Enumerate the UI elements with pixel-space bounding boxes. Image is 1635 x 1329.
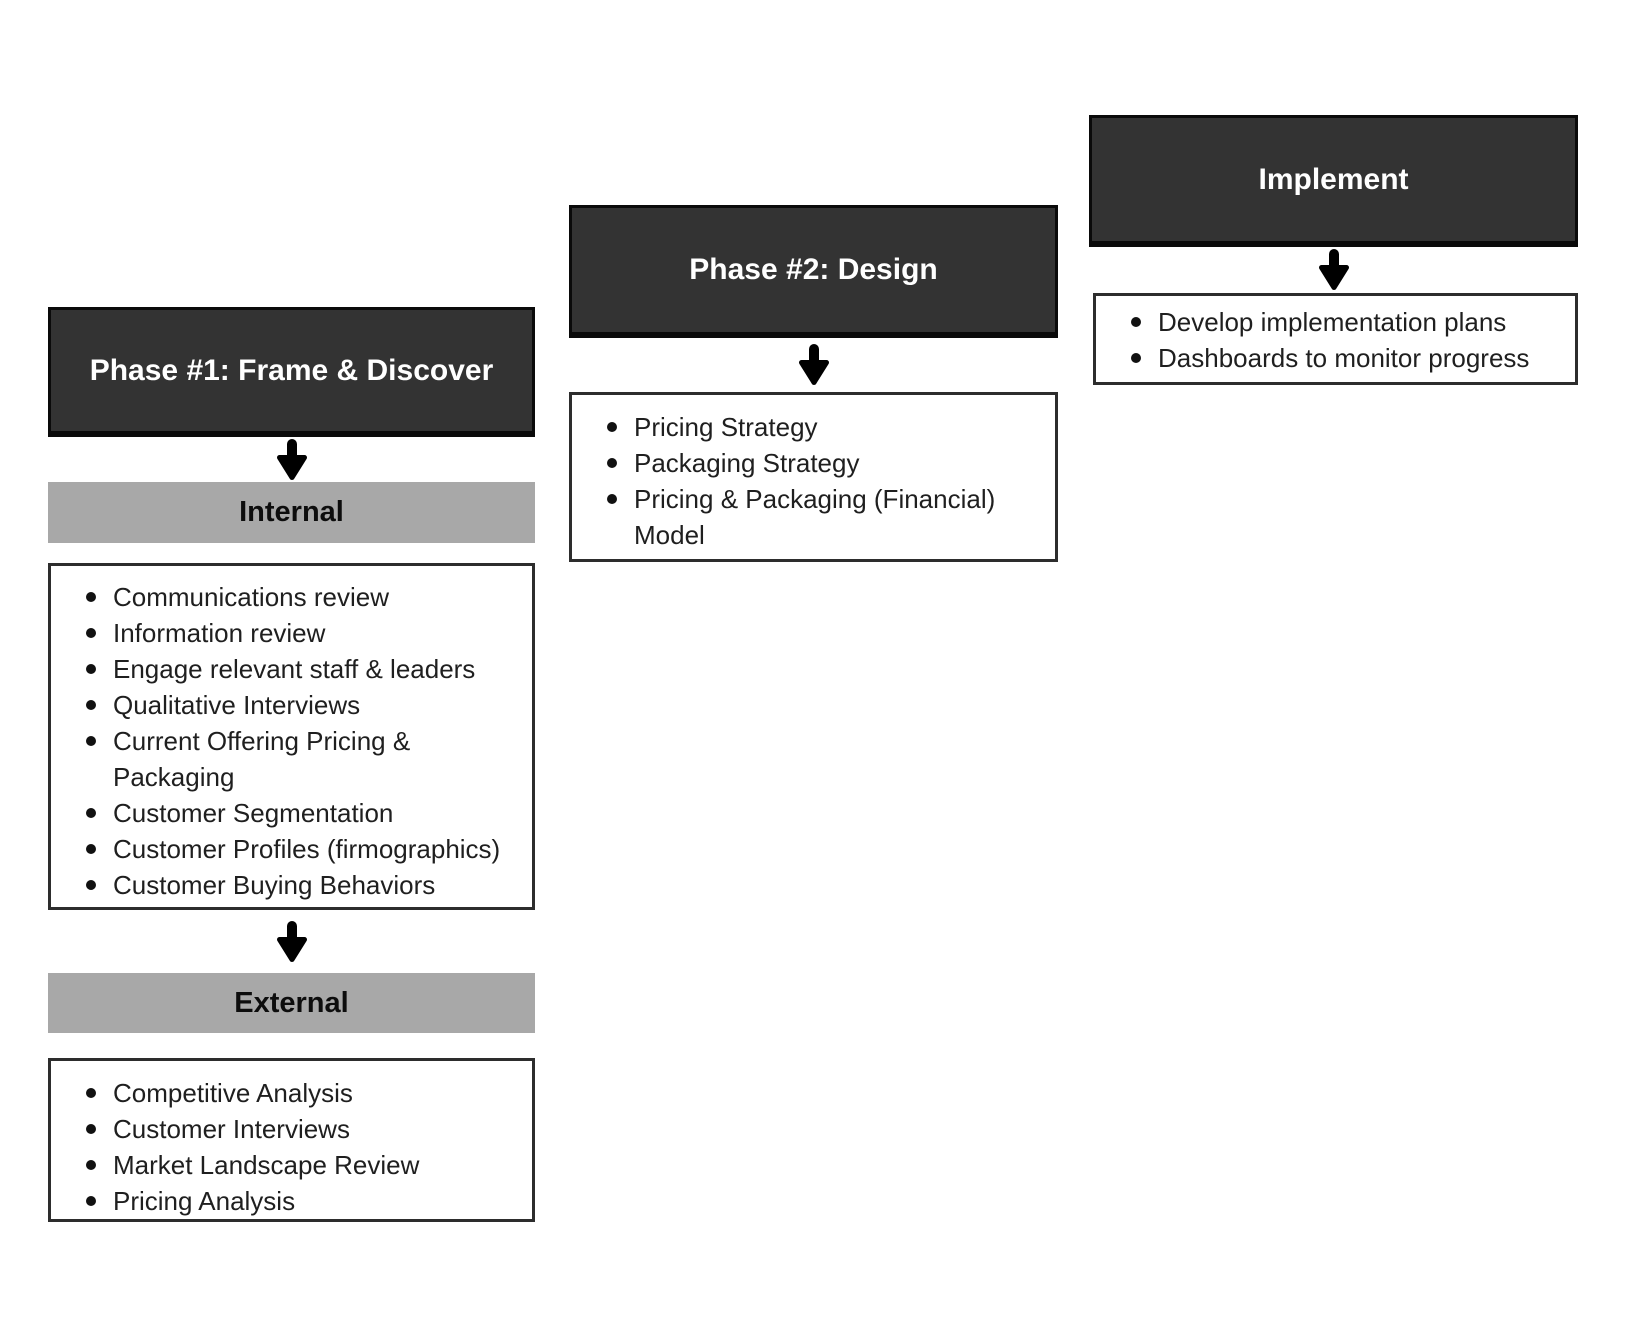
external-list: Competitive Analysis Customer Interviews… — [63, 1075, 518, 1219]
list-item-text: Current Offering Pricing & Packaging — [113, 726, 411, 792]
bullet-icon — [86, 808, 96, 818]
bullet-icon — [86, 880, 96, 890]
list-item-text: Customer Segmentation — [113, 798, 394, 828]
list-item-text: Customer Buying Behaviors — [113, 870, 436, 900]
bullet-icon — [86, 700, 96, 710]
phase2-title-box: Phase #2: Design — [569, 205, 1058, 338]
phase1-title: Phase #1: Frame & Discover — [89, 353, 494, 387]
list-item-text: Pricing Strategy — [634, 412, 818, 442]
down-arrow-icon — [798, 344, 829, 385]
bullet-icon — [86, 844, 96, 854]
bullet-icon — [1131, 353, 1141, 363]
internal-header-label: Internal — [239, 496, 344, 528]
list-item-text: Customer Profiles (firmographics) — [113, 834, 501, 864]
implement-title-box: Implement — [1089, 115, 1578, 247]
bullet-icon — [86, 1160, 96, 1170]
list-item-text: Qualitative Interviews — [113, 690, 361, 720]
list-item: Customer Profiles (firmographics) — [63, 831, 518, 867]
bullet-icon — [86, 1196, 96, 1206]
internal-list-box: Communications review Information review… — [48, 563, 535, 910]
list-item: Competitive Analysis — [63, 1075, 518, 1111]
bullet-icon — [607, 458, 617, 468]
bullet-icon — [86, 736, 96, 746]
list-item-text: Pricing Analysis — [113, 1186, 296, 1216]
arrow-phase2-to-list — [569, 338, 1058, 392]
list-item: Develop implementation plans — [1108, 304, 1561, 340]
down-arrow-icon — [1318, 249, 1349, 290]
list-item-text: Market Landscape Review — [113, 1150, 420, 1180]
list-item: Engage relevant staff & leaders — [63, 651, 518, 687]
list-item-text: Packaging Strategy — [634, 448, 860, 478]
bullet-icon — [86, 1088, 96, 1098]
bullet-icon — [607, 494, 617, 504]
bullet-icon — [607, 422, 617, 432]
list-item-text: Pricing & Packaging (Financial) Model — [634, 484, 996, 550]
implement-title: Implement — [1258, 162, 1409, 196]
bullet-icon — [1131, 317, 1141, 327]
list-item-text: Information review — [113, 618, 326, 648]
list-item: Packaging Strategy — [584, 445, 1041, 481]
list-item-text: Engage relevant staff & leaders — [113, 654, 476, 684]
implement-list: Develop implementation plans Dashboards … — [1108, 304, 1561, 376]
phase2-list: Pricing Strategy Packaging Strategy Pric… — [584, 409, 1041, 553]
list-item-text: Develop implementation plans — [1158, 307, 1507, 337]
list-item-text: Competitive Analysis — [113, 1078, 353, 1108]
arrow-internal-to-external — [48, 910, 535, 973]
list-item: Dashboards to monitor progress — [1108, 340, 1561, 376]
down-arrow-icon — [276, 920, 307, 962]
list-item: Customer Interviews — [63, 1111, 518, 1147]
phase1-title-box: Phase #1: Frame & Discover — [48, 307, 535, 437]
internal-section-header: Internal — [48, 482, 535, 543]
implement-list-box: Develop implementation plans Dashboards … — [1093, 293, 1578, 385]
list-item-text: Customer Interviews — [113, 1114, 350, 1144]
list-item-text: Communications review — [113, 582, 389, 612]
list-item: Pricing & Packaging (Financial) Model — [584, 481, 1041, 553]
list-item: Customer Buying Behaviors — [63, 867, 518, 903]
list-item: Customer Segmentation — [63, 795, 518, 831]
list-item: Pricing Analysis — [63, 1183, 518, 1219]
list-item: Market Landscape Review — [63, 1147, 518, 1183]
list-item-text: Dashboards to monitor progress — [1158, 343, 1530, 373]
list-item: Communications review — [63, 579, 518, 615]
list-item: Information review — [63, 615, 518, 651]
list-item: Current Offering Pricing & Packaging — [63, 723, 518, 795]
arrow-implement-to-list — [1089, 247, 1578, 293]
phase2-title: Phase #2: Design — [689, 253, 938, 286]
bullet-icon — [86, 592, 96, 602]
list-item: Pricing Strategy — [584, 409, 1041, 445]
phase2-list-box: Pricing Strategy Packaging Strategy Pric… — [569, 392, 1058, 562]
bullet-icon — [86, 628, 96, 638]
bullet-icon — [86, 664, 96, 674]
down-arrow-icon — [276, 438, 307, 480]
external-section-header: External — [48, 973, 535, 1033]
list-item: Qualitative Interviews — [63, 687, 518, 723]
bullet-icon — [86, 1124, 96, 1134]
arrow-phase1-to-internal — [48, 437, 535, 482]
external-header-label: External — [234, 986, 349, 1019]
external-list-box: Competitive Analysis Customer Interviews… — [48, 1058, 535, 1222]
internal-list: Communications review Information review… — [63, 579, 518, 903]
